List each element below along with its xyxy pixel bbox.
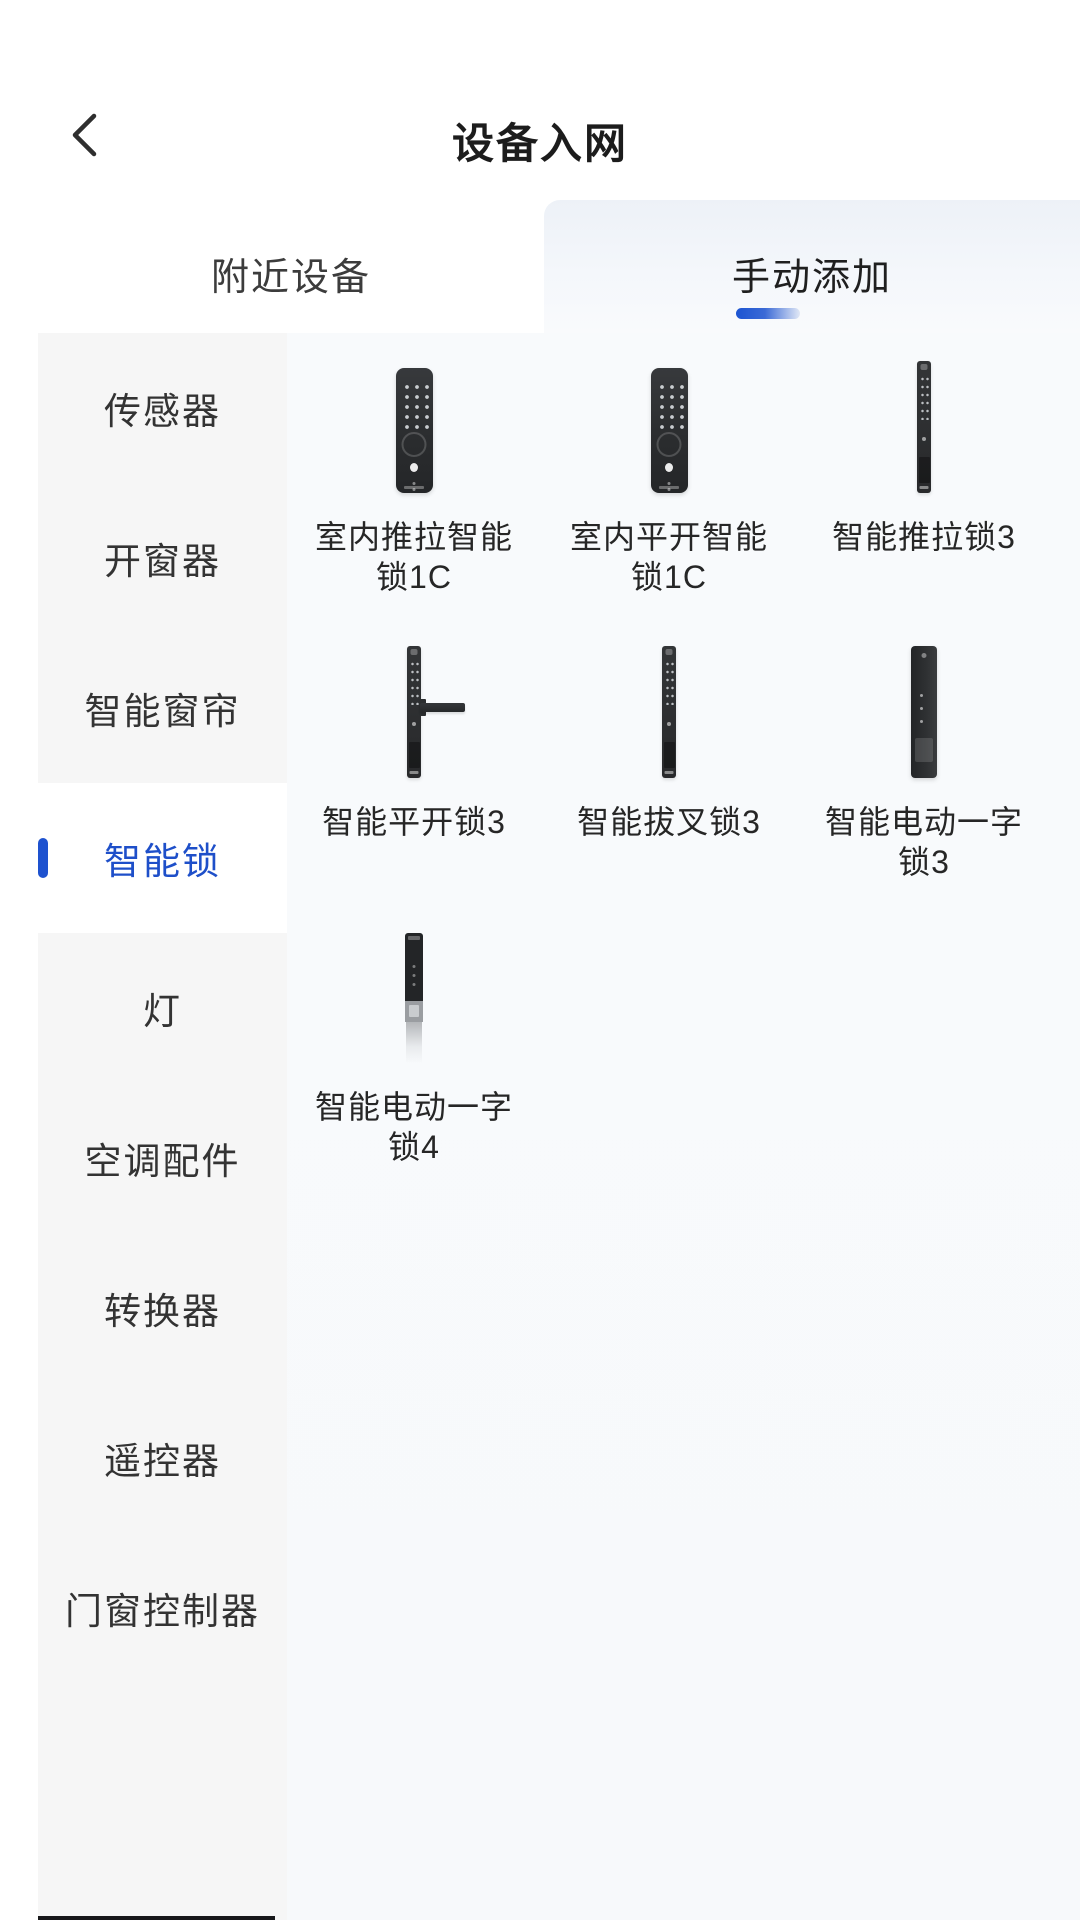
tab-bar: 附近设备 手动添加 xyxy=(0,200,1080,333)
sidebar-item-ac-accessory[interactable]: 空调配件 xyxy=(38,1083,287,1233)
product-name: 室内推拉智能 锁1C xyxy=(314,519,513,595)
header: 设备入网 xyxy=(0,0,1080,200)
sidebar-item-label: 开窗器 xyxy=(104,541,221,582)
tab-nearby-devices[interactable]: 附近设备 xyxy=(38,200,544,333)
content-background xyxy=(287,333,1080,1920)
product-image-slab-lock xyxy=(844,638,1004,778)
sidebar-item-label: 灯 xyxy=(143,991,182,1032)
product-image-slim-lock-handle xyxy=(334,638,494,778)
tab-manual-add-label: 手动添加 xyxy=(731,257,892,299)
product-name: 智能推拉锁3 xyxy=(832,519,1016,555)
tab-nearby-devices-label: 附近设备 xyxy=(210,257,371,299)
product-name: 智能电动一字 锁4 xyxy=(314,1089,513,1165)
product-name: 智能平开锁3 xyxy=(322,804,506,840)
product-card[interactable]: 室内平开智能 锁1C xyxy=(544,333,794,618)
product-image-slim-lock xyxy=(844,353,1004,493)
sidebar-item-smart-lock[interactable]: 智能锁 xyxy=(38,783,287,933)
product-card[interactable]: 智能平开锁3 xyxy=(289,618,539,903)
product-card[interactable]: 智能拔叉锁3 xyxy=(544,618,794,903)
tab-manual-add[interactable]: 手动添加 xyxy=(544,200,1080,333)
product-name: 智能电动一字 锁3 xyxy=(824,804,1023,880)
sidebar-item-label: 遥控器 xyxy=(104,1441,221,1482)
product-grid: 室内推拉智能 锁1C 室内平开智能 锁1C 智能推拉锁3 xyxy=(289,333,1069,1188)
product-image-slim-lock xyxy=(589,638,749,778)
product-card[interactable]: 智能电动一字 锁3 xyxy=(799,618,1049,903)
product-image-slim-lock-fade xyxy=(334,923,494,1063)
sidebar-item-window-opener[interactable]: 开窗器 xyxy=(38,483,287,633)
bottom-edge-artifact xyxy=(38,1916,275,1920)
tab-active-indicator xyxy=(736,308,800,319)
product-card[interactable]: 智能电动一字 锁4 xyxy=(289,903,539,1188)
sidebar-item-light[interactable]: 灯 xyxy=(38,933,287,1083)
sidebar-item-label: 传感器 xyxy=(104,391,221,432)
sidebar-item-sensor[interactable]: 传感器 xyxy=(38,333,287,483)
sidebar-item-label: 智能锁 xyxy=(104,841,221,882)
product-card[interactable]: 智能推拉锁3 xyxy=(799,333,1049,618)
product-name: 智能拔叉锁3 xyxy=(577,804,761,840)
product-name: 室内平开智能 锁1C xyxy=(569,519,768,595)
sidebar-item-label: 智能窗帘 xyxy=(84,691,241,732)
sidebar-item-converter[interactable]: 转换器 xyxy=(38,1233,287,1383)
category-sidebar: 传感器 开窗器 智能窗帘 智能锁 灯 空调配件 转换器 遥控器 门窗控制器 xyxy=(38,333,287,1920)
sidebar-item-door-window-controller[interactable]: 门窗控制器 xyxy=(38,1533,287,1683)
active-tab-background xyxy=(544,200,1080,333)
sidebar-item-label: 空调配件 xyxy=(84,1141,241,1182)
product-image-keypad-lock xyxy=(589,353,749,493)
product-image-keypad-lock xyxy=(334,353,494,493)
chevron-left-icon xyxy=(64,109,106,161)
product-card[interactable]: 室内推拉智能 锁1C xyxy=(289,333,539,618)
back-button[interactable] xyxy=(50,100,120,170)
sidebar-item-label: 门窗控制器 xyxy=(65,1591,260,1632)
sidebar-item-remote-control[interactable]: 遥控器 xyxy=(38,1383,287,1533)
sidebar-item-smart-curtain[interactable]: 智能窗帘 xyxy=(38,633,287,783)
page-title: 设备入网 xyxy=(451,120,628,167)
active-category-indicator xyxy=(38,838,48,878)
sidebar-item-label: 转换器 xyxy=(104,1291,221,1332)
